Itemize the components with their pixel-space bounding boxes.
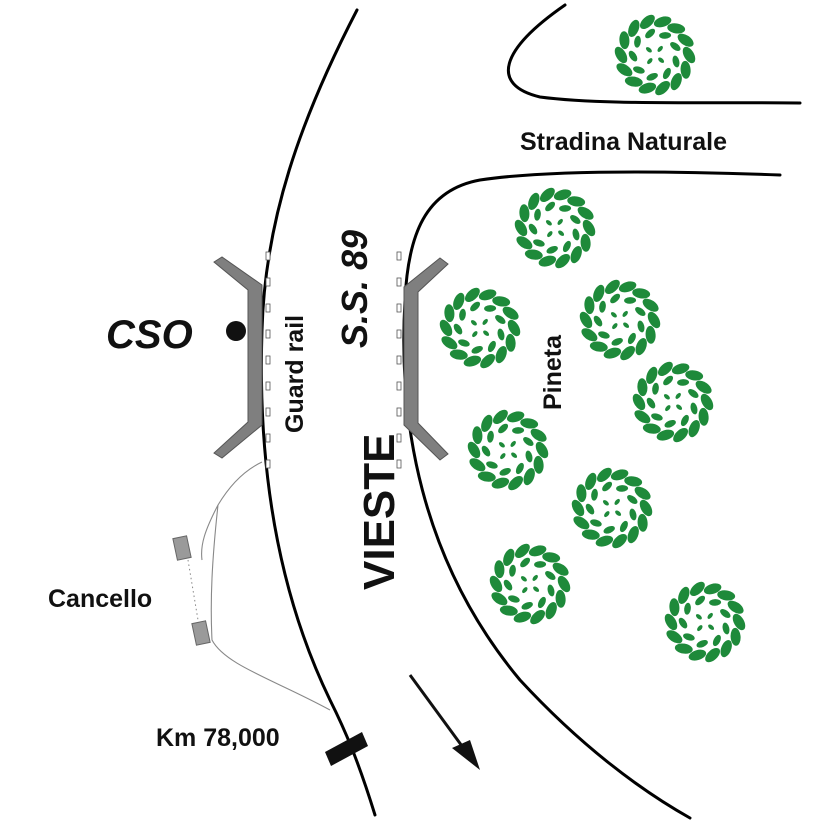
guard-rail-post <box>396 329 402 339</box>
label-guard-rail: Guard rail <box>281 315 309 433</box>
gate-post-lower <box>191 620 211 646</box>
pine-tree-icon <box>514 187 596 269</box>
pine-tree-icon <box>664 581 746 663</box>
access-path <box>201 461 331 711</box>
pine-tree-icon <box>579 279 661 361</box>
pine-tree-icon <box>439 287 521 369</box>
guard-rail-post <box>265 303 271 313</box>
guard-rail-left <box>213 256 263 459</box>
guard-rail-post <box>265 381 271 391</box>
guard-rail-post <box>396 407 402 417</box>
pine-tree-icon <box>489 543 571 625</box>
guard-rail-post <box>396 433 402 443</box>
label-ss89: S.S. 89 <box>334 230 375 348</box>
gate-dotted-line <box>187 559 199 621</box>
guard-rail-post <box>265 407 271 417</box>
guard-rail-post <box>396 277 402 287</box>
guard-rail-post <box>396 251 402 261</box>
guard-rail-post <box>265 459 271 469</box>
guard-rail-post <box>265 433 271 443</box>
guard-rail-right <box>403 257 449 461</box>
gate-post-upper <box>172 535 192 561</box>
label-stradina-naturale: Stradina Naturale <box>520 128 727 156</box>
pine-tree-icon <box>467 409 549 491</box>
cso-marker-icon <box>226 321 246 341</box>
guard-rail-posts-left <box>265 251 271 469</box>
guard-rail-posts-right <box>396 251 402 469</box>
pineta-trees <box>439 14 746 663</box>
guard-rail-post <box>265 329 271 339</box>
guard-rail-post <box>396 381 402 391</box>
direction-arrow-icon <box>408 674 480 770</box>
pine-tree-icon <box>632 361 714 443</box>
label-pineta: Pineta <box>539 334 567 410</box>
pine-tree-icon <box>571 467 653 549</box>
guard-rail-post <box>396 459 402 469</box>
label-cancello: Cancello <box>48 585 152 613</box>
guard-rail-post <box>396 355 402 365</box>
guard-rail-post <box>265 355 271 365</box>
label-cso: CSO <box>106 313 193 357</box>
km-marker-icon <box>325 732 368 766</box>
label-vieste: VIESTE <box>355 434 404 591</box>
guard-rail-post <box>265 251 271 261</box>
guard-rail-post <box>396 303 402 313</box>
pine-tree-icon <box>614 14 696 96</box>
guard-rail-post <box>265 277 271 287</box>
road-left-edge <box>259 8 377 817</box>
label-km: Km 78,000 <box>156 724 280 752</box>
side-road-edge <box>507 3 802 105</box>
